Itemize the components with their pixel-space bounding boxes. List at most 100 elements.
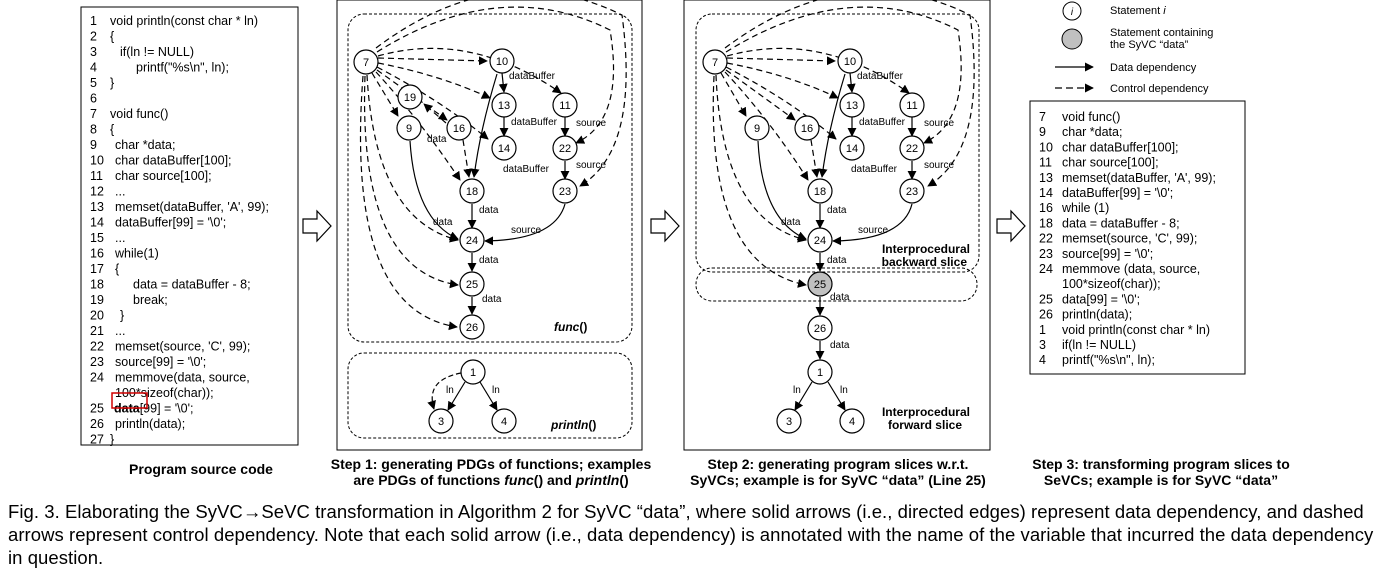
forward-slice-label-1: Interprocedural bbox=[882, 405, 970, 419]
line-code: data = dataBuffer - 8; bbox=[133, 278, 251, 292]
line-code: printf("%s\n", ln); bbox=[136, 61, 229, 75]
line-number: 23 bbox=[90, 355, 104, 369]
ctrl-edge-7-25 bbox=[712, 75, 807, 288]
source-line: 18 data = dataBuffer - 8; bbox=[90, 278, 251, 292]
source-line: 15... bbox=[90, 231, 125, 245]
data-edge-1-4 bbox=[827, 381, 846, 411]
line-number: 17 bbox=[90, 262, 104, 276]
line-code: ... bbox=[115, 185, 125, 199]
svg-text:10: 10 bbox=[496, 56, 508, 68]
source-line: 6 bbox=[90, 92, 97, 106]
line-code: source[99] = '\0'; bbox=[115, 355, 206, 369]
ctrl-edge-7-24 bbox=[715, 74, 807, 243]
svg-text:4: 4 bbox=[501, 416, 507, 428]
svg-text:25: 25 bbox=[814, 279, 826, 291]
legend-statement-circle bbox=[1062, 1, 1082, 21]
sevc-line-code: while (1) bbox=[1061, 201, 1109, 215]
node-26: 26 bbox=[807, 315, 833, 341]
step2-caption-line2: SyVCs; example is for SyVC “data” (Line … bbox=[690, 472, 986, 488]
data-edge-9-24 bbox=[409, 140, 459, 240]
line-number: 3 bbox=[90, 45, 97, 59]
node-13: 13 bbox=[491, 92, 517, 118]
node-24: 24 bbox=[807, 227, 833, 253]
line-number: 21 bbox=[90, 324, 104, 338]
ctrl-edge-7-25 bbox=[363, 75, 459, 289]
svg-text:10: 10 bbox=[844, 56, 856, 68]
sevc-line-code: 100*sizeof(char)); bbox=[1062, 277, 1161, 291]
pdg-println-nodes: 1 3 4 bbox=[428, 359, 517, 434]
line-number: 2 bbox=[90, 30, 97, 44]
node-22: 22 bbox=[552, 135, 578, 161]
node-18: 18 bbox=[807, 178, 833, 204]
line-number: 11 bbox=[90, 169, 103, 183]
node-11: 11 bbox=[899, 92, 925, 118]
node-10: 10 bbox=[837, 48, 863, 74]
line-number: 15 bbox=[90, 231, 104, 245]
slice-nodes: 7 10 13 11 9 16 14 22 18 23 24 25 26 1 3… bbox=[702, 48, 925, 434]
edge-label-ln-1: ln bbox=[446, 385, 454, 396]
node-16: 16 bbox=[446, 115, 472, 141]
line-number: 18 bbox=[90, 278, 104, 292]
edge-label-data-1: data bbox=[427, 134, 447, 145]
data-edge-10-18 bbox=[470, 73, 498, 178]
data-edge-1-3 bbox=[447, 381, 466, 411]
line-code: ... bbox=[115, 324, 125, 338]
edge-label-databuffer-2: dataBuffer bbox=[511, 117, 558, 128]
pdg-func-edges bbox=[360, 0, 627, 331]
svg-text:18: 18 bbox=[466, 186, 478, 198]
ctrl-edge-7-14 bbox=[725, 66, 837, 140]
forward-slice-label-2: forward slice bbox=[888, 418, 962, 432]
source-line: 23 source[99] = '\0'; bbox=[90, 355, 206, 369]
node-23: 23 bbox=[899, 178, 925, 204]
svg-text:14: 14 bbox=[846, 143, 858, 155]
legend-syvc-label-2: the SyVC “data” bbox=[1110, 39, 1189, 51]
sevc-line-code: data[99] = '\0'; bbox=[1062, 292, 1140, 306]
ctrl-edge-7-9 bbox=[371, 72, 399, 117]
legend-data-label: Data dependency bbox=[1110, 62, 1197, 74]
edge-label-ln-1: ln bbox=[793, 385, 801, 396]
sevc-line-number: 13 bbox=[1039, 171, 1053, 185]
line-code: { bbox=[115, 262, 119, 276]
pdg-func-nodes: 7 10 19 13 11 9 16 14 22 18 23 24 25 26 bbox=[353, 48, 578, 340]
edge-label-data-1: data bbox=[781, 217, 801, 228]
source-code-panel bbox=[80, 6, 299, 446]
slice-edge-labels: dataBuffer dataBuffer dataBuffer source … bbox=[781, 71, 954, 396]
svg-text:16: 16 bbox=[453, 123, 465, 135]
data-edge-23-24 bbox=[832, 203, 913, 246]
func-pdg-label: func() bbox=[554, 320, 587, 334]
line-code: void println(const char * ln) bbox=[110, 14, 258, 28]
sevc-line-number: 10 bbox=[1039, 140, 1053, 154]
sevc-line-code: memset(source, 'C', 99); bbox=[1062, 232, 1197, 246]
line-number: 24 bbox=[90, 371, 104, 385]
edge-label-source-2: source bbox=[576, 160, 606, 171]
legend-statement-label: Statement i bbox=[1110, 5, 1166, 17]
sevc-line-code: memset(dataBuffer, 'A', 99); bbox=[1062, 171, 1216, 185]
node-25-syvc: 25 bbox=[807, 271, 833, 297]
node-3: 3 bbox=[776, 408, 802, 434]
line-code: } bbox=[110, 76, 114, 90]
ctrl-edge-7-10 bbox=[377, 56, 488, 66]
step1-caption-line2: are PDGs of functions func() and println… bbox=[353, 472, 628, 488]
svg-text:9: 9 bbox=[754, 123, 760, 135]
source-code-caption: Program source code bbox=[129, 461, 273, 477]
edge-label-source-3: source bbox=[511, 225, 541, 236]
node-7: 7 bbox=[353, 49, 379, 75]
edge-label-source-1: source bbox=[576, 118, 606, 129]
ctrl-edge-7-22 bbox=[725, 6, 962, 144]
pdg-println-edges bbox=[427, 372, 498, 411]
edge-label-databuffer-2: dataBuffer bbox=[859, 117, 906, 128]
edge-label-databuffer-1: dataBuffer bbox=[857, 71, 904, 82]
